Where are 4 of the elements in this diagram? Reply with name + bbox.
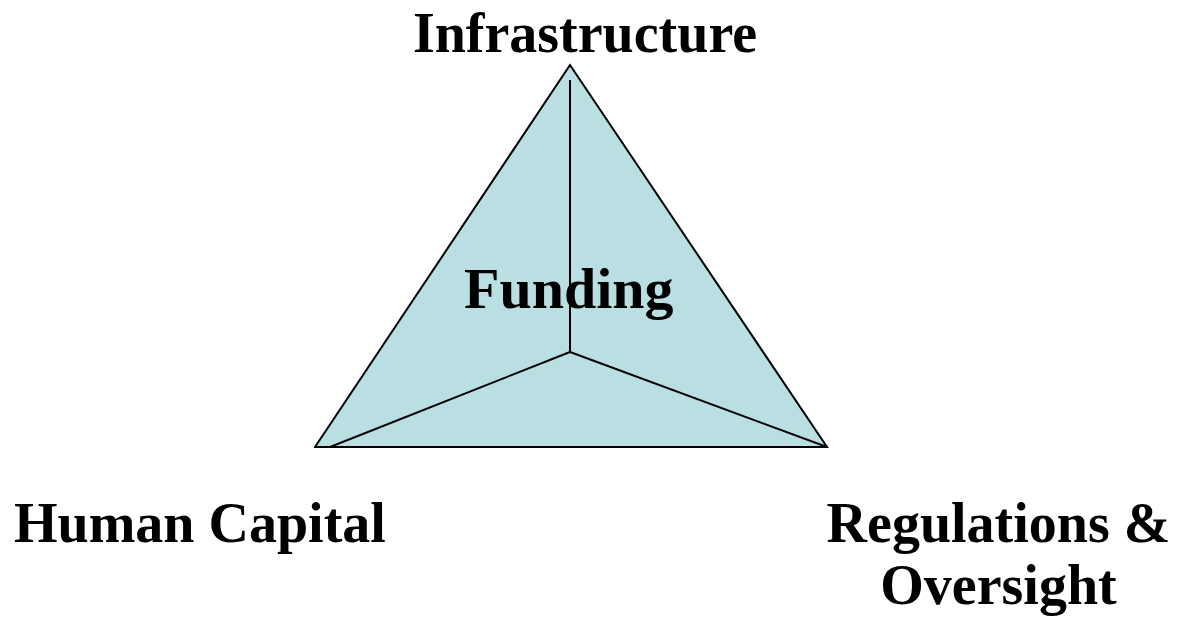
corner-label: Regulations & Oversight: [826, 492, 1171, 616]
corner-label: Infrastructure: [412, 2, 758, 64]
pyramid-shape: [314, 63, 829, 449]
corner-label: Human Capital: [14, 492, 386, 554]
